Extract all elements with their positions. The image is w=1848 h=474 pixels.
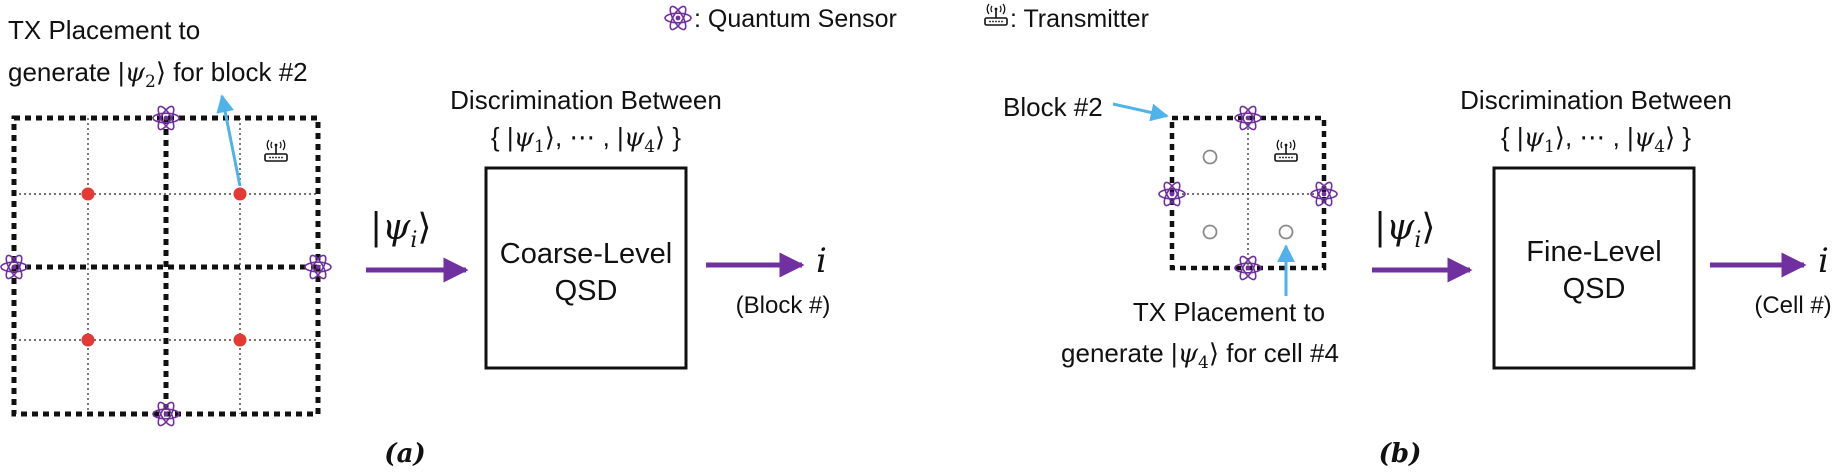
legend-sensor-label: : Quantum Sensor [694,5,897,33]
tx-candidate-dot [1202,149,1218,165]
panel-a-disc-title: Discrimination Between [450,85,722,115]
fine-qsd-line2: QSD [1563,273,1626,305]
antenna-router-icon [984,3,1008,26]
panel-b-output-label: (Cell #) [1754,292,1831,319]
atom-icon [152,103,180,133]
panel-b-caption: (b) [1379,439,1422,469]
panel-b-disc-set: { |ψ1⟩, ⋯ , |ψ4⟩ } [1501,122,1691,157]
tx-candidate-dot [1278,224,1294,240]
panel-a-input-state: |ψi⟩ [370,207,431,253]
panel-b-output-var: i [1818,241,1829,281]
fine-qsd-line1: Fine-Level [1526,236,1661,268]
block-label: Block #2 [1003,92,1103,122]
tx-position-dot [81,333,95,347]
panel-b-tx-note-line1: TX Placement to [1133,297,1325,327]
coarse-qsd-line2: QSD [555,275,618,307]
sensor-grid-a [11,115,321,417]
panel-a-tx-note-line2: generate |ψ2⟩ for block #2 [8,57,308,92]
atom-icon [1310,179,1338,209]
panel-b-input-state: |ψi⟩ [1374,207,1435,253]
panel-a-output-var: i [816,241,827,281]
tx-candidate-dot [1202,224,1218,240]
block-callout-arrow [1112,102,1169,122]
panel-a: TX Placement to generate |ψ2⟩ for block … [0,15,831,469]
coarse-qsd-line1: Coarse-Level [500,238,672,270]
panel-b-tx-note-line2: generate |ψ4⟩ for cell #4 [1061,338,1339,373]
tx-position-dot [233,333,247,347]
tx-position-dot [233,187,247,201]
panel-a-caption: (a) [384,439,425,469]
panel-b: Block #2 TX Placement to generate |ψ4⟩ f… [1003,85,1832,469]
panel-a-tx-note-line1: TX Placement to [8,15,200,45]
panel-a-output-label: (Block #) [736,292,831,319]
tx-position-dot [81,187,95,201]
coarse-qsd-box [484,166,688,370]
atom-icon [664,3,692,33]
fine-qsd-box [1492,166,1696,370]
legend-tx-label: : Transmitter [1010,5,1149,33]
panel-b-disc-title: Discrimination Between [1460,85,1732,115]
antenna-router-icon [264,139,288,162]
tx-callout-arrow [216,94,242,187]
sensor-block-b [1169,115,1327,271]
legend: : Quantum Sensor : Transmitter [664,3,1149,33]
panel-a-disc-set: { |ψ1⟩, ⋯ , |ψ4⟩ } [491,122,681,157]
antenna-router-icon [1274,139,1298,162]
